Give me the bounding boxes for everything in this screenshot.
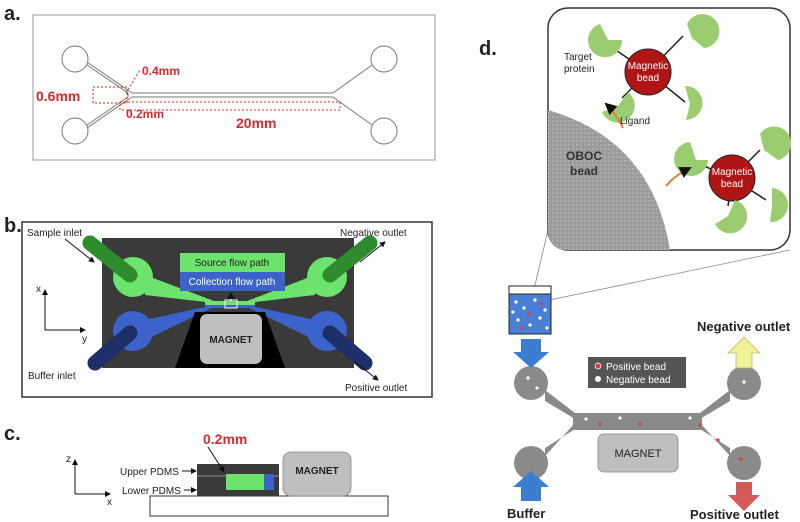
magnetic-bead-complex-1	[588, 14, 720, 123]
axis-x-label: x	[36, 284, 41, 295]
dim-narrow: 0.4mm	[142, 64, 180, 78]
magnet-d-label: MAGNET	[614, 448, 661, 460]
panel-c-letter: c.	[4, 423, 21, 445]
sample-inlet-arrow	[64, 238, 95, 263]
vial-beads	[511, 298, 549, 330]
axis-x-label-c: x	[107, 497, 112, 508]
panel-d: d. OBOC bead Magnetic bead	[479, 7, 792, 522]
magnet-c	[282, 451, 352, 497]
axes-b	[42, 289, 86, 333]
protein-3	[685, 85, 703, 120]
dimension-lines	[92, 69, 341, 111]
lower-pdms-label: Lower PDMS	[122, 486, 181, 497]
magnetic-bead-label-1b: bead	[637, 73, 659, 84]
protein-2	[687, 14, 720, 49]
buffer-label: Buffer	[507, 506, 545, 521]
positive-out-arrow	[728, 482, 760, 511]
panel-d-letter: d.	[479, 38, 497, 60]
central-channel-bottom	[205, 305, 255, 308]
sample-vial-top	[508, 285, 552, 295]
axis-z-label: z	[66, 454, 71, 465]
negative-out-arrow	[727, 336, 761, 369]
negative-outlet-arrow	[359, 241, 386, 263]
axis-y-label: y	[82, 334, 87, 345]
protein-1	[588, 24, 623, 58]
dim-gap: 0.2mm	[126, 107, 164, 121]
ligand-label: Ligand	[620, 116, 650, 127]
axes-c	[72, 459, 111, 497]
positive-outlet-label: Positive outlet	[345, 383, 407, 394]
oboc-bead-shape	[548, 110, 670, 250]
magnet-d	[597, 433, 679, 473]
ligand-arrow-2	[665, 167, 692, 187]
positive-outlet-arrow	[354, 361, 379, 381]
dim-length: 20mm	[236, 115, 276, 131]
cross-section-blue	[264, 474, 274, 490]
buffer-in-arrow	[513, 471, 549, 501]
buffer-inlet-label: Buffer inlet	[28, 371, 76, 382]
negative-outlet-label: Negative outlet	[340, 228, 407, 239]
legend-positive-dot	[594, 362, 602, 370]
collection-flow-label: Collection flow path	[189, 277, 276, 288]
collection-flow-box	[180, 272, 285, 291]
panel-a: a. 0.4mm 0.6mm 0.2mm 20mm	[4, 3, 436, 161]
channel-red-beads	[598, 422, 743, 461]
legend-positive-label: Positive bead	[606, 362, 666, 373]
source-flow-label: Source flow path	[195, 258, 270, 269]
panel-a-letter: a.	[4, 3, 21, 25]
magnet-c-label: MAGNET	[295, 466, 338, 477]
protein-8	[715, 200, 748, 234]
positive-outlet-d: Positive outlet	[690, 507, 780, 522]
sample-inlet-label: Sample inlet	[27, 228, 82, 239]
panel-b: b. Source	[4, 215, 433, 398]
central-channel-top	[205, 301, 255, 307]
sample-in-arrow	[513, 339, 549, 368]
legend-box	[588, 357, 686, 388]
oboc-label-1: OBOC	[566, 149, 602, 163]
magnetic-bead-label-1a: Magnetic	[628, 61, 669, 72]
chip-outline	[32, 14, 436, 161]
target-protein-label-1: Target	[564, 52, 592, 63]
panel-b-letter: b.	[4, 215, 22, 237]
device-channel	[514, 366, 761, 480]
sample-inlet-port	[82, 235, 214, 303]
channel-beads	[526, 376, 746, 421]
dim-c-arrow	[207, 446, 225, 473]
cross-section-green	[226, 474, 264, 490]
protein-6	[760, 126, 792, 160]
panel-c: c. z x MAGNET 0.2mm Upper PDMS Lower PDM…	[4, 423, 389, 517]
dim-width: 0.6mm	[36, 88, 80, 104]
vial-red-beads	[520, 302, 543, 330]
target-protein-label-2: protein	[564, 64, 595, 75]
magnet-label: MAGNET	[209, 335, 252, 346]
legend-negative-label: Negative bead	[606, 375, 671, 386]
magnet-block	[200, 314, 262, 364]
protein-7	[770, 188, 789, 223]
dim-c: 0.2mm	[203, 431, 247, 447]
magnetic-bead-label-2a: Magnetic	[712, 167, 753, 178]
magnetic-bead-label-2b: bead	[721, 179, 743, 190]
negative-outlet-d: Negative outlet	[697, 319, 791, 334]
base-plate	[149, 495, 389, 517]
oboc-label-2: bead	[570, 164, 598, 178]
source-flow-box	[180, 253, 285, 272]
upper-pdms-label: Upper PDMS	[120, 467, 179, 478]
legend-negative-dot	[595, 376, 601, 382]
ligand-arrow-1	[604, 102, 624, 129]
